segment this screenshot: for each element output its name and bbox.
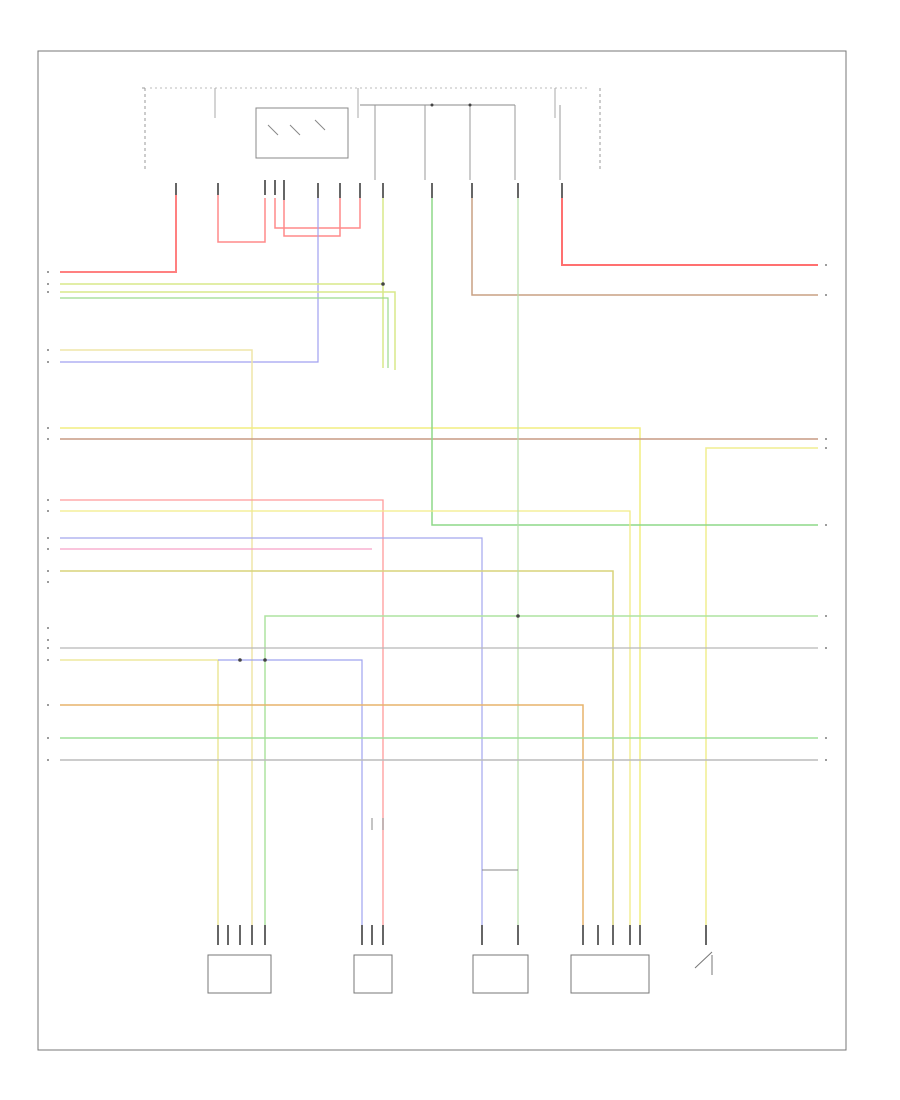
wire-orange	[60, 704, 584, 925]
ground-markers	[371, 818, 518, 871]
module-1	[207, 925, 272, 994]
wire-yellow-small	[60, 659, 219, 925]
wire-brown-right	[471, 198, 818, 296]
switch-5	[694, 925, 713, 975]
left-connector-ticks	[47, 271, 49, 761]
wire-ltgreen-long	[264, 615, 818, 925]
splice-dots	[238, 103, 520, 662]
wire-green-splice	[60, 297, 389, 368]
wire-blue-ignition	[60, 198, 319, 363]
wire-green-yellow-bus	[60, 198, 396, 370]
wire-red-module	[60, 499, 384, 925]
module-2	[353, 925, 393, 994]
wire-blue-small	[218, 659, 363, 925]
right-connector-ticks	[825, 264, 827, 761]
wire-yellow-right	[705, 447, 818, 925]
module-4	[570, 925, 650, 994]
wire-green-mid	[431, 198, 818, 526]
wire-blue-mid	[60, 537, 483, 925]
fuse-connector-pins	[175, 180, 563, 200]
wire-yellow-long	[60, 427, 641, 925]
wire-red-loop	[217, 195, 361, 243]
fuse-box	[140, 87, 601, 180]
wire-yellow-left-upper	[60, 349, 253, 925]
wire-yellow-module	[60, 510, 631, 925]
wire-olive	[60, 570, 614, 925]
module-3	[472, 925, 529, 994]
diagram-border	[37, 50, 847, 1051]
wire-red-top-left	[60, 195, 177, 273]
wire-red-top-right	[561, 198, 818, 266]
